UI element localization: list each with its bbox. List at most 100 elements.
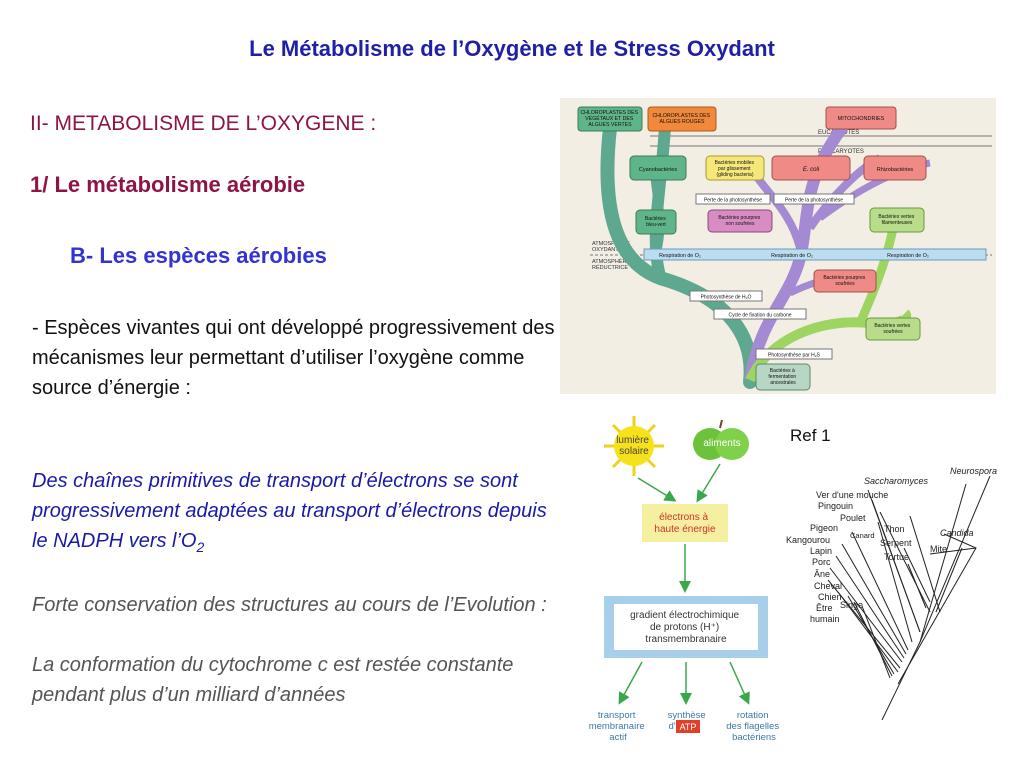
flagella-line-1: rotation	[737, 710, 769, 721]
cytochrome-phylogenetic-tree: Ver d'une mouche Pingouin Poulet Pigeon …	[786, 466, 997, 721]
gliding-line-2: par glissement	[718, 166, 751, 172]
mitochondria-box	[825, 106, 897, 130]
transport-line-2: membranaire	[589, 721, 645, 732]
chloroplast-red-label: CHLOROPLASTES DES ALGUES ROUGES	[652, 113, 711, 125]
teal-branch-main	[600, 121, 758, 389]
electrons-label: électrons à haute énergie	[654, 512, 716, 535]
reducing-atmosphere-label: ATMOSPHÈRE RÉDUCTRICE	[592, 258, 632, 271]
loss-photo-label-1: Perte de la photosynthèse	[704, 198, 762, 204]
flagella-line-3: bactériens	[732, 732, 776, 743]
transport-label: transport membranaire actif	[589, 710, 648, 743]
green-sulfur-label: Bactéries vertes soufrées	[874, 323, 911, 335]
sunlight-label: lumière solaire	[616, 435, 652, 457]
gradient-line-1: gradient électrochimique	[630, 610, 739, 621]
chloro-red-line-1: CHLOROPLASTES DES	[652, 113, 710, 119]
synthesis-line-2: d'	[668, 721, 675, 732]
gradient-box-inner	[614, 604, 758, 650]
green-sulfur-line-1: Bactéries vertes	[874, 323, 910, 329]
paragraph-electron-chains-text: Des chaînes primitives de transport d’él…	[32, 470, 547, 552]
respiration-label-3: Respiration de O₂	[887, 253, 929, 259]
purple-nonsulfur-label: Bactéries pourpres non soufrées	[718, 215, 761, 227]
sunlight-line-1: lumière	[616, 435, 649, 446]
green-sulfur-box	[865, 317, 921, 341]
gliding-line-1: Bactéries mobiles	[715, 160, 755, 166]
species-dog: Chien	[818, 592, 842, 602]
energy-metabolism-diagram: lumière solaire aliments électrons à hau…	[589, 416, 781, 743]
species-mite: Mite	[930, 544, 947, 554]
fermenting-label: Bactéries à fermentation ancestrales	[768, 368, 797, 386]
species-donkey: Âne	[814, 569, 830, 579]
flagella-line-2: des flagelles	[726, 721, 779, 732]
ecoli-box	[771, 155, 851, 181]
chloroplast-green-box	[577, 106, 643, 132]
reducing-line-1: ATMOSPHÈRE	[592, 258, 630, 265]
gradient-line-2: de protons (H⁺)	[650, 622, 719, 633]
species-chicken: Poulet	[840, 513, 866, 523]
mitochondria-label: MITOCHONDRIES	[838, 116, 885, 122]
carbon-cycle-box	[713, 308, 807, 320]
electrons-box	[642, 504, 728, 542]
fermenting-box	[755, 363, 811, 391]
gradient-line-3: transmembranaire	[645, 634, 727, 645]
arrow-to-transport	[618, 661, 643, 705]
species-duck: Canard	[850, 531, 875, 540]
loss-photo-box-1	[695, 193, 771, 205]
species-pig: Porc	[812, 557, 831, 567]
synthesis-line-1: synthèse	[668, 710, 706, 721]
species-horse: Cheval	[814, 581, 842, 591]
photo-h2s-box	[755, 348, 833, 360]
gliding-label: Bactéries mobiles par glissement (glidin…	[715, 160, 756, 178]
food-label: aliments	[703, 438, 740, 449]
apple-icon	[693, 419, 749, 460]
purple-sulfur-box	[813, 269, 877, 293]
chloroplast-red-box	[647, 106, 717, 132]
species-penguin: Pingouin	[818, 501, 853, 511]
sun-icon	[604, 416, 664, 476]
photo-h2o-box	[689, 290, 763, 302]
photo-h2o-label: Photosynthèse de H₂O	[701, 295, 752, 301]
green-filament-label: Bactéries vertes filamenteuses	[878, 214, 915, 226]
species-human-1: Être	[816, 603, 833, 613]
arrow-food-electrons	[696, 463, 721, 503]
reducing-line-2: RÉDUCTRICE	[592, 264, 628, 271]
arrow-sun-electrons	[637, 477, 677, 502]
species-tuna: Thon	[884, 524, 905, 534]
transport-line-1: transport	[598, 710, 636, 721]
species-kangaroo: Kangourou	[786, 535, 830, 545]
purple-sulfur-line-1: Bactéries pourpres	[823, 275, 865, 281]
sunlight-line-2: solaire	[619, 446, 649, 457]
respiration-label-1: Respiration de O₂	[659, 253, 701, 259]
chloro-veg-line-3: ALGUES VERTES	[588, 122, 632, 128]
purple-nonsulfur-box	[707, 209, 773, 233]
purple-sulfur-label: Bactéries pourpres soufrées	[823, 275, 866, 287]
cyano-label: Cyanobactéries	[639, 167, 677, 173]
species-monkey: Singe	[840, 600, 863, 610]
species-saccharomyces: Saccharomyces	[864, 476, 929, 486]
o2-subscript: 2	[196, 539, 205, 555]
phylo-branches	[827, 475, 991, 721]
species-worm: Ver d'une mouche	[816, 490, 888, 500]
fermenting-line-1: Bactéries à	[770, 368, 795, 374]
paragraph-cytochrome: La conformation du cytochrome c est rest…	[32, 654, 514, 706]
fermenting-line-3: ancestrales	[770, 380, 796, 386]
section-heading: II- METABOLISME DE L’OXYGENE :	[30, 112, 377, 135]
purple-nonsulfur-line-1: Bactéries pourpres	[718, 215, 760, 221]
photo-h2s-label: Photosynthèse par H₂S	[768, 353, 821, 359]
bluegreen-line-1: Bactéries	[645, 216, 666, 222]
flagella-label: rotation des flagelles bactériens	[726, 710, 781, 743]
rhizo-box	[863, 155, 927, 181]
paragraph-species: - Espèces vivantes qui ont développé pro…	[32, 317, 555, 399]
oxidizing-line-1: ATMOSPHÈRE	[592, 240, 630, 247]
evolution-tree-diagram: EUCARYOTES PROCARYOTES ATMOSPHÈRE OXYDAN…	[560, 98, 996, 394]
oxidizing-atmosphere-label: ATMOSPHÈRE OXYDANTE	[592, 240, 632, 253]
atp-label: ATP	[680, 722, 697, 732]
rhizo-label: Rhizobactéries	[877, 167, 914, 173]
loss-photo-box-2	[773, 193, 855, 205]
prokaryote-label: PROCARYOTES	[818, 149, 864, 155]
bluegreen-line-2: bleu-vert	[646, 222, 666, 228]
species-pigeon: Pigeon	[810, 523, 838, 533]
carbon-cycle-label: Cycle de fixation du carbone	[728, 313, 791, 319]
respiration-band	[643, 248, 987, 261]
species-neurospora: Neurospora	[950, 466, 997, 476]
electrons-line-2: haute énergie	[654, 524, 716, 535]
